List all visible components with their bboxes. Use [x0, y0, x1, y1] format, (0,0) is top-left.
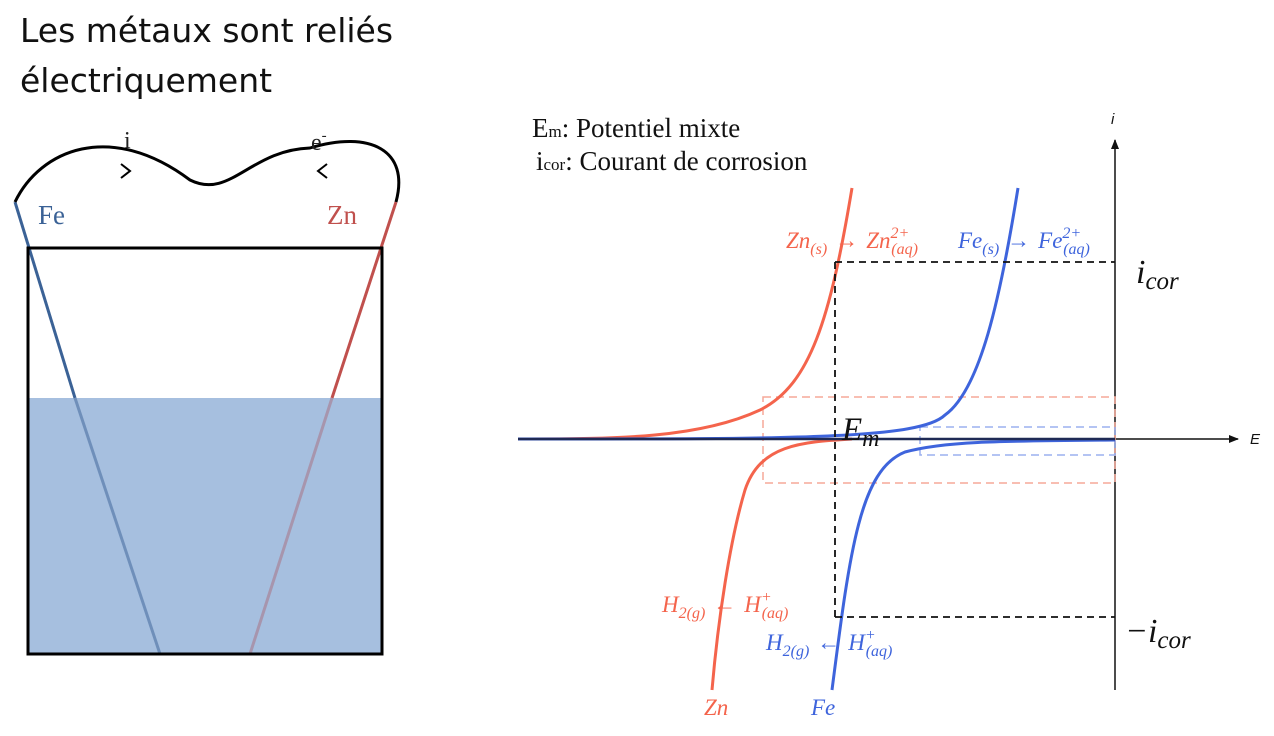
zn-ox-b: Zn: [866, 228, 890, 253]
icor-label: icor: [1136, 254, 1179, 295]
zn-ox-a: Zn: [786, 228, 810, 253]
em-label-sub: m: [862, 426, 879, 452]
fe-ox-a: Fe: [957, 228, 982, 253]
zn-red-a: H: [661, 592, 680, 617]
fe-ox-b-sup: 2+: [1062, 225, 1081, 242]
fe-electrode-submerged: [73, 397, 162, 655]
neg-icor-label-main: −i: [1125, 613, 1157, 650]
connecting-wire: [13, 140, 401, 203]
em-label: Em: [841, 412, 880, 452]
neg-icor-label-sub: cor: [1157, 627, 1191, 654]
neg-icor-label: −icor: [1125, 613, 1191, 654]
fe-electrode-upper: [13, 201, 77, 399]
electrolyte: [28, 398, 382, 654]
zn-red-a-sub: 2(g): [679, 605, 706, 622]
potential-axis-label: E: [1250, 431, 1261, 448]
electrochemical-cell: i e- Fe Zn: [13, 128, 401, 656]
zn-electrode-upper: [330, 201, 398, 399]
legend-icor-sub: cor: [544, 155, 566, 174]
zn-red-arrow: ←: [713, 592, 736, 617]
icor-label-sub: cor: [1145, 268, 1179, 295]
fe-cathodic-curve: [830, 438, 1116, 691]
fe-ox-arrow: →: [1007, 228, 1030, 253]
fe-curve-label: Fe: [810, 695, 835, 720]
fe-ox-b-sub: (aq): [1063, 241, 1090, 258]
fe-reduction-label: H2(g)←H+(aq): [765, 627, 892, 660]
fe-ox-b: Fe: [1037, 228, 1062, 253]
electron-label-text: e: [311, 130, 322, 156]
slide-title: Les métaux sont reliés électriquement: [20, 6, 393, 106]
zn-red-b: H: [743, 592, 762, 617]
current-label: i: [124, 128, 131, 154]
title-line-1: Les métaux sont reliés: [20, 11, 394, 50]
fe-red-a-sub: 2(g): [783, 643, 810, 660]
zn-cathodic-curve: [710, 437, 853, 691]
fe-red-b-sub: (aq): [866, 643, 893, 660]
legend-em-symbol: E: [532, 113, 549, 143]
zn-red-b-sup: +: [761, 589, 772, 606]
icor-label-main: i: [1136, 254, 1145, 291]
title-line-2: électriquement: [20, 61, 273, 100]
legend-em-text: : Potentiel mixte: [562, 113, 740, 143]
fe-oxidation-label: Fe(s)→Fe2+(aq): [957, 225, 1090, 258]
zn-anodic-curve: [517, 187, 854, 441]
zn-oxidation-label: Zn(s)→Zn2+(aq): [786, 225, 918, 258]
current-arrow-icon: [120, 163, 132, 179]
electron-label: e-: [311, 128, 327, 156]
fe-red-a: H: [765, 630, 784, 655]
legend-em: Em: Potentiel mixte: [532, 113, 740, 143]
legend-em-sub: m: [549, 122, 562, 141]
evans-diagram: Em: Potentiel mixte icor: Courant de cor…: [517, 111, 1261, 720]
electron-arrow-icon: [316, 163, 328, 179]
em-label-main: E: [841, 412, 862, 448]
legend-icor: icor: Courant de corrosion: [536, 146, 808, 176]
current-axis-label: i: [1111, 111, 1115, 128]
zn-curve-label: Zn: [704, 695, 728, 720]
zn-ox-a-sub: (s): [810, 241, 827, 258]
zn-ox-b-sup: 2+: [890, 225, 909, 242]
fe-red-b-sup: +: [865, 627, 876, 644]
zn-red-b-sub: (aq): [762, 605, 789, 622]
zn-ox-b-sub: (aq): [891, 241, 918, 258]
legend-icor-symbol: i: [536, 146, 544, 176]
fe-red-b: H: [847, 630, 866, 655]
zn-electrode-label: Zn: [327, 200, 357, 230]
electron-label-sup: -: [322, 128, 327, 144]
zn-electrode-submerged: [248, 397, 334, 655]
fe-anodic-curve: [517, 187, 1020, 441]
legend-icor-text: : Courant de corrosion: [565, 146, 808, 176]
beaker: [26, 246, 384, 656]
fe-electrode-label: Fe: [38, 200, 65, 230]
fe-ox-a-sub: (s): [982, 241, 999, 258]
zn-ox-arrow: →: [835, 228, 858, 253]
zn-reduction-label: H2(g)←H+(aq): [661, 589, 788, 622]
fe-red-arrow: ←: [817, 630, 840, 655]
